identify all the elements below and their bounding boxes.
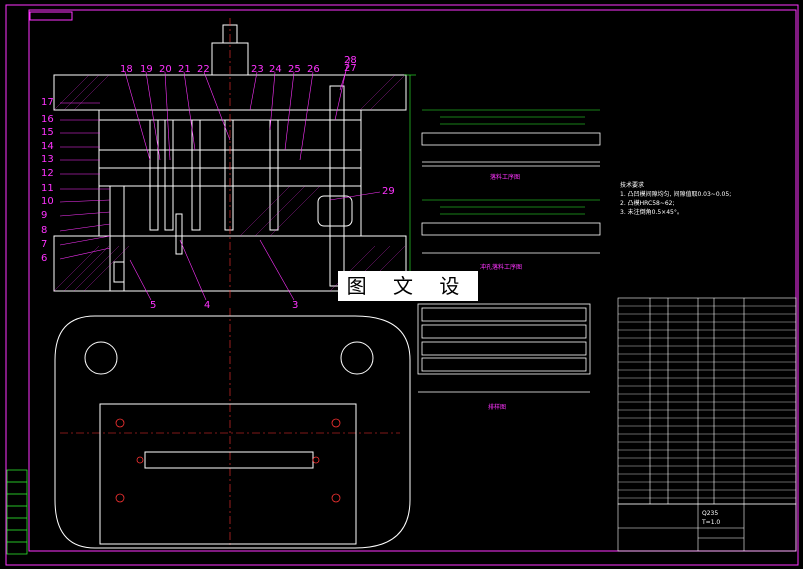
part-number-left-10: 10: [41, 196, 54, 207]
part-number-left-7: 7: [41, 239, 48, 250]
plan-view: [54, 315, 411, 549]
strip-dims: [422, 109, 600, 215]
centerlines: [60, 18, 400, 548]
part-number-left-11: 11: [41, 183, 54, 194]
title-block: [617, 503, 797, 552]
part-number-bottom-3: 3: [292, 300, 299, 311]
part-number-right-29: 29: [382, 186, 395, 197]
sheet-top-tab: [29, 11, 73, 21]
part-number-left-8: 8: [41, 225, 48, 236]
note-line-2: 2. 凸模HRC58~62;: [620, 200, 675, 207]
part-number-bottom-5: 5: [150, 300, 157, 311]
part-number-left-16: 16: [41, 114, 54, 125]
part-number-top-18: 18: [120, 64, 133, 75]
hatching: [53, 74, 406, 292]
strip-part-1: [421, 132, 601, 167]
part-number-top-24: 24: [269, 64, 282, 75]
part-number-top-22: 22: [197, 64, 210, 75]
part-number-left-9: 9: [41, 210, 48, 221]
leader-lines: [59, 57, 381, 301]
strip-label-3: 排样图: [488, 404, 507, 411]
part-number-top-26: 26: [307, 64, 320, 75]
part-number-left-17: 17: [41, 97, 54, 108]
part-number-top-23: 23: [251, 64, 264, 75]
thickness-label: T=1.0: [702, 519, 721, 526]
part-number-top-19: 19: [140, 64, 153, 75]
technical-notes: 技术要求 1. 凸凹模间隙均匀, 间隙值取0.03~0.05; 2. 凸模HRC…: [620, 181, 731, 217]
sheet-inner-border: [28, 9, 797, 552]
note-line-1: 1. 凸凹模间隙均匀, 间隙值取0.03~0.05;: [620, 191, 732, 198]
strip-label-1: 落料工序图: [490, 174, 521, 181]
part-number-top-25: 25: [288, 64, 301, 75]
note-line-3: 3. 未注倒角0.5×45°。: [620, 209, 683, 216]
strip-part-2: [421, 222, 601, 254]
part-number-left-6: 6: [41, 253, 48, 264]
part-number-top-28: 28: [344, 55, 357, 66]
part-number-left-12: 12: [41, 168, 54, 179]
sheet-outer-border: [5, 4, 799, 566]
material-label: Q235: [702, 510, 719, 517]
notes-title: 技术要求: [620, 182, 645, 189]
part-number-top-20: 20: [159, 64, 172, 75]
part-number-left-15: 15: [41, 127, 54, 138]
part-number-left-14: 14: [41, 141, 54, 152]
part-number-left-13: 13: [41, 154, 54, 165]
watermark: 图 文 设 计: [338, 271, 478, 328]
part-number-bottom-4: 4: [204, 300, 211, 311]
part-number-top-27: 27: [344, 63, 357, 74]
part-number-top-21: 21: [178, 64, 191, 75]
parts-list: [617, 297, 797, 505]
strip-label-2: 冲孔落料工序图: [480, 264, 523, 271]
plan-view-holes: [115, 418, 341, 503]
binding-strip: [6, 469, 28, 555]
layout-strip: [417, 303, 591, 393]
parts-list-rows: [618, 305, 796, 499]
